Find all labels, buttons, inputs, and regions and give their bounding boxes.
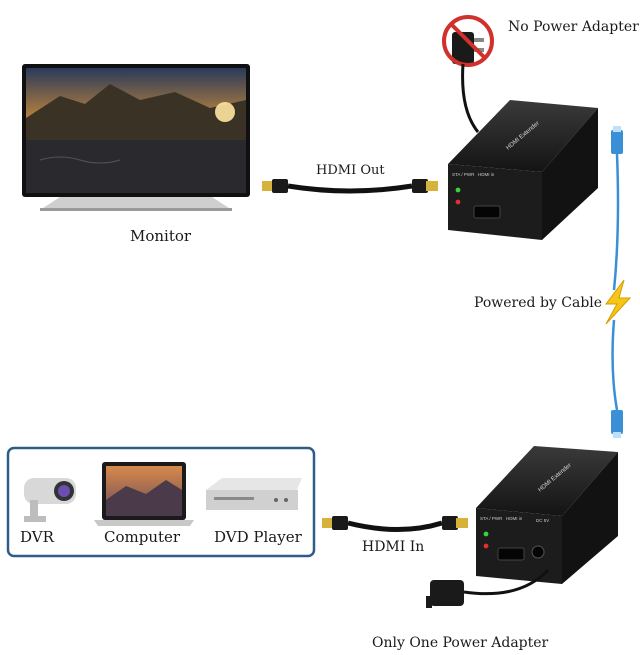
hdmi-in-cable <box>322 516 468 532</box>
computer-laptop-image <box>94 462 194 526</box>
dvr-label: DVR <box>20 528 54 546</box>
extender-bottom-port-hdmi: HDMI in <box>506 516 523 521</box>
lightning-icon <box>605 279 632 325</box>
power-adapter-image <box>426 568 550 608</box>
hdmi-out-label: HDMI Out <box>316 163 385 178</box>
extender-top-port-hdmi: HDMI in <box>478 172 495 177</box>
hdmi-out-cable <box>262 179 438 194</box>
computer-label: Computer <box>104 528 181 546</box>
ethernet-cable <box>611 126 623 438</box>
extender-bottom-port-dc: DC 5V <box>536 518 549 523</box>
powered-by-cable-label: Powered by Cable <box>474 295 603 311</box>
prohibited-adapter-icon <box>442 15 494 133</box>
extender-bottom: HDMI Extender STA / PWR HDMI in DC 5V <box>476 446 618 584</box>
extender-bottom-port-sta: STA / PWR <box>480 516 503 521</box>
only-one-power-adapter-label: Only One Power Adapter <box>372 635 549 651</box>
dvd-player-image <box>206 478 302 510</box>
no-power-adapter-label: No Power Adapter <box>508 19 639 35</box>
dvd-player-label: DVD Player <box>214 528 302 546</box>
hdmi-in-label: HDMI In <box>362 539 425 555</box>
dvr-camera-image <box>24 478 76 522</box>
monitor-label: Monitor <box>130 227 192 245</box>
extender-top-port-sta: STA / PWR <box>452 172 475 177</box>
extender-top: HDMI Extender STA / PWR HDMI in <box>448 100 598 240</box>
monitor-image <box>22 64 250 211</box>
